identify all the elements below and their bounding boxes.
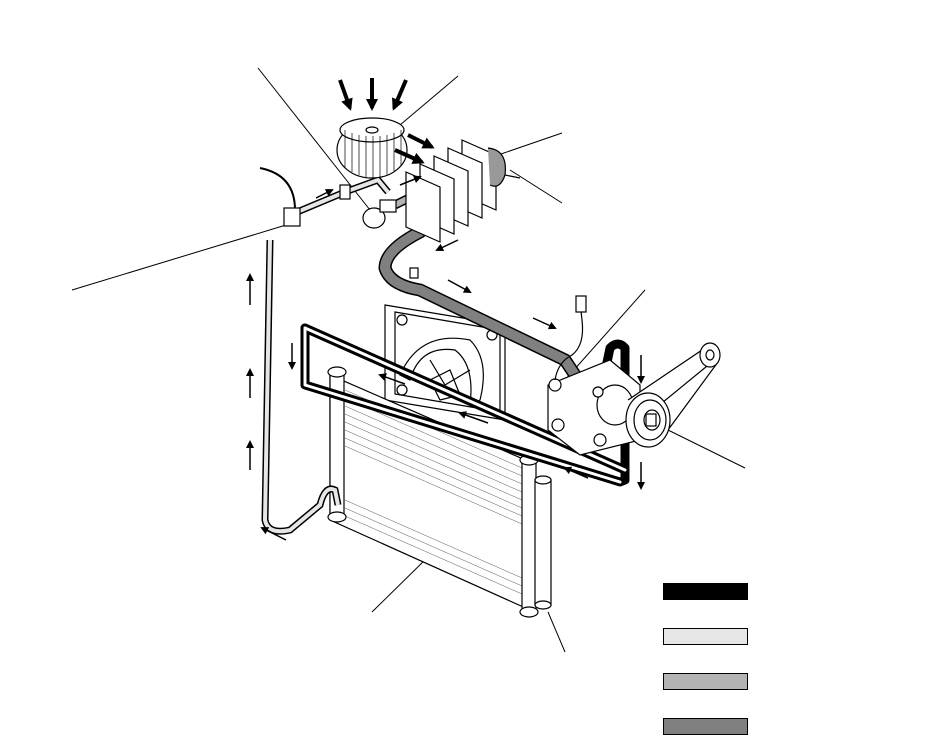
receiver-drier (534, 475, 552, 610)
legend-low-pressure-gas (663, 718, 748, 735)
compressor-clutch-pulley (625, 342, 721, 448)
expansion-valve (339, 184, 397, 229)
legend-high-pressure-liquid (663, 628, 748, 645)
flow-arrows (246, 78, 645, 541)
condenser (327, 366, 539, 618)
compressor (547, 295, 641, 456)
blower-fan (336, 117, 408, 179)
high-pressure-liquid-line (259, 167, 391, 535)
low-pressure-gas-line (378, 225, 582, 382)
fittings (283, 207, 419, 279)
evaporator (405, 139, 521, 243)
legend-high-pressure-gas (663, 583, 748, 600)
legend-low-pressure-liquid (663, 673, 748, 690)
